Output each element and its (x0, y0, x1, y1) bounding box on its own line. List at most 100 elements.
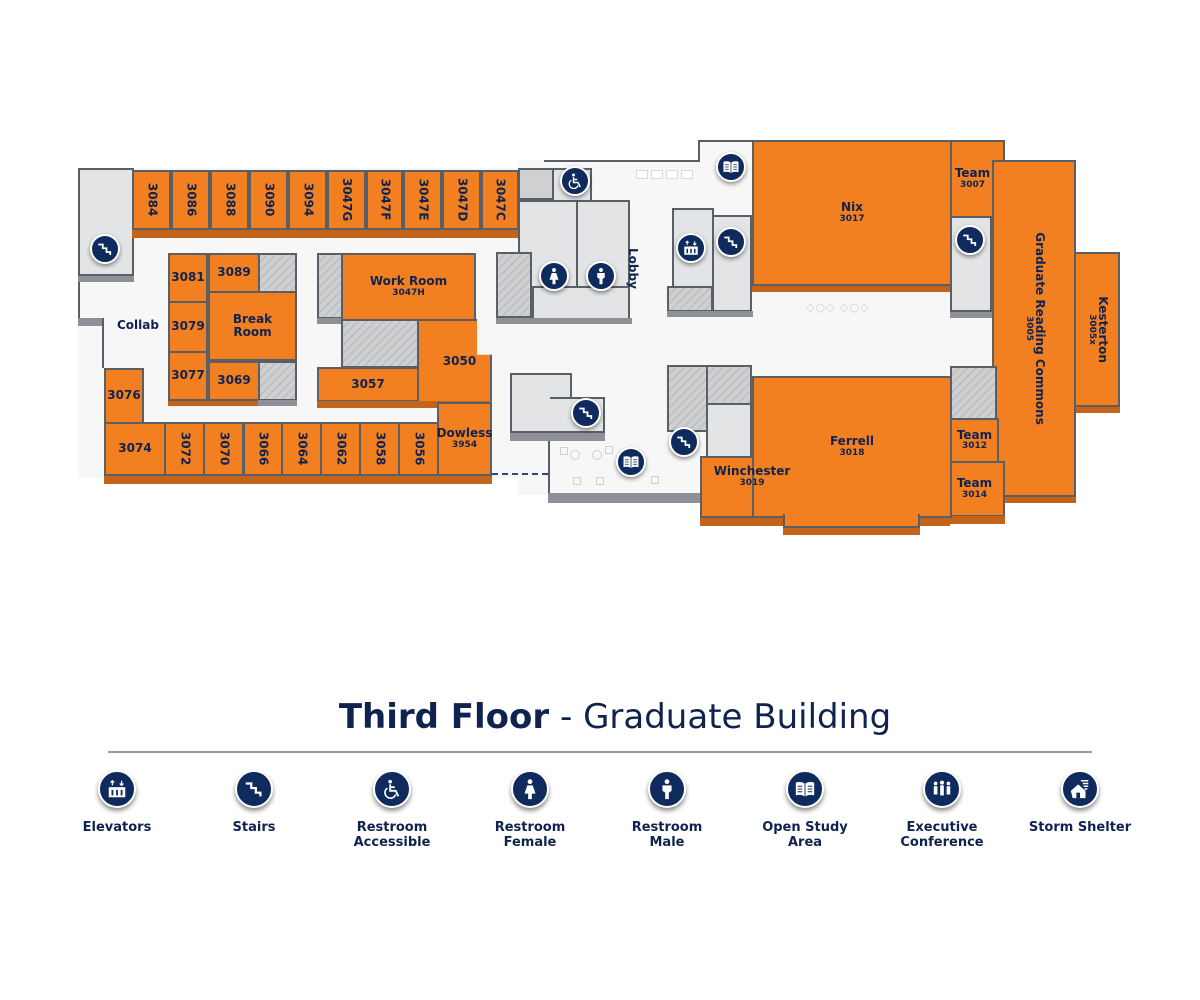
stairs-icon[interactable] (716, 227, 746, 257)
storm-shelter-icon (1061, 770, 1099, 808)
wall (548, 440, 550, 495)
shaft (667, 286, 713, 312)
break-room[interactable]: Break Room (208, 291, 297, 361)
room-3056[interactable]: 3056 (398, 422, 439, 476)
room-3079[interactable]: 3079 (168, 301, 208, 353)
stair-room-southeast (706, 403, 752, 458)
collab-label: Collab (117, 318, 159, 332)
wall (698, 140, 753, 142)
storage-top (518, 168, 554, 200)
open-book-icon[interactable] (616, 447, 646, 477)
wall (544, 160, 699, 162)
floor-plan: 3084 3086 3088 3090 3094 3047G 3047F 304… (78, 140, 1120, 535)
stairs-icon[interactable] (571, 398, 601, 428)
furniture (573, 477, 581, 485)
title-divider (108, 751, 1092, 753)
room-3047D[interactable]: 3047D (442, 170, 481, 230)
restroom-vestibule (532, 286, 630, 320)
room-shadow (783, 525, 920, 535)
room-3089[interactable]: 3089 (208, 253, 260, 293)
legend-item-stairs: Stairs (189, 770, 319, 835)
lobby-benches (636, 170, 693, 179)
page-title: Third Floor - Graduate Building (0, 697, 1200, 737)
room-shadow (132, 228, 520, 238)
wall (102, 318, 104, 368)
shaft (706, 365, 752, 405)
room-3088[interactable]: 3088 (210, 170, 249, 230)
male-icon[interactable] (586, 261, 616, 291)
stairs-icon[interactable] (955, 225, 985, 255)
furniture (570, 450, 580, 460)
room-3081[interactable]: 3081 (168, 253, 208, 303)
room-3072[interactable]: 3072 (164, 422, 205, 476)
female-icon[interactable] (539, 261, 569, 291)
male-icon (648, 770, 686, 808)
room-graduate-reading-commons[interactable]: Graduate Reading Commons 3005 (992, 160, 1076, 497)
elevator-icon (98, 770, 136, 808)
wall (78, 318, 104, 326)
wheelchair-icon (373, 770, 411, 808)
legend-item-storm-shelter: Storm Shelter (1015, 770, 1145, 835)
open-book-icon[interactable] (716, 152, 746, 182)
legend: Elevators Stairs Restroom Accessible Res… (0, 770, 1200, 870)
room-3070[interactable]: 3070 (203, 422, 244, 476)
wall (78, 276, 134, 282)
legend-item-elevators: Elevators (52, 770, 182, 835)
room-3094[interactable]: 3094 (288, 170, 327, 230)
room-3086[interactable]: 3086 (171, 170, 210, 230)
furniture (651, 476, 659, 484)
wall (698, 140, 700, 162)
room-3066[interactable]: 3066 (243, 422, 283, 476)
stairs-icon[interactable] (90, 234, 120, 264)
title-separator: - (549, 697, 584, 737)
room-shadow (168, 398, 260, 406)
stairs-icon[interactable] (669, 427, 699, 457)
room-3064[interactable]: 3064 (281, 422, 322, 476)
wall (258, 400, 297, 406)
female-icon (511, 770, 549, 808)
room-3062[interactable]: 3062 (320, 422, 361, 476)
room-3069[interactable]: 3069 (208, 361, 260, 401)
room-3047C[interactable]: 3047C (481, 170, 519, 230)
wheelchair-icon[interactable] (560, 166, 590, 196)
legend-item-restroom-accessible: Restroom Accessible (327, 770, 457, 850)
wall (667, 311, 753, 317)
legend-item-executive-conference: Executive Conference (877, 770, 1007, 850)
title-floor: Third Floor (338, 697, 550, 737)
shaft (667, 365, 711, 432)
shaft (258, 253, 297, 293)
shaft (496, 252, 532, 318)
elevator-icon[interactable] (676, 233, 706, 263)
legend-item-restroom-male: Restroom Male (602, 770, 732, 850)
shaft (258, 361, 297, 401)
room-shadow (317, 401, 492, 408)
room-3084[interactable]: 3084 (132, 170, 171, 230)
wall (317, 318, 343, 324)
shaft (950, 366, 997, 420)
room-3074[interactable]: 3074 (104, 422, 166, 476)
room-3047E[interactable]: 3047E (403, 170, 442, 230)
room-kesterton[interactable]: Kesterton 3005x (1074, 252, 1120, 407)
title-building: Graduate Building (583, 697, 892, 737)
room-3077[interactable]: 3077 (168, 351, 208, 401)
wall (950, 312, 992, 318)
room-ferrell-bump (783, 514, 920, 528)
stairs-icon (235, 770, 273, 808)
room-3058[interactable]: 3058 (359, 422, 400, 476)
room-3047G[interactable]: 3047G (327, 170, 366, 230)
room-3076[interactable]: 3076 (104, 368, 144, 424)
room-3090[interactable]: 3090 (249, 170, 288, 230)
room-shadow (104, 474, 492, 484)
room-3057[interactable]: 3057 (317, 367, 419, 402)
lobby-label: Lobby (626, 248, 640, 289)
furniture (596, 477, 604, 485)
wall (496, 318, 632, 324)
room-3047F[interactable]: 3047F (366, 170, 403, 230)
